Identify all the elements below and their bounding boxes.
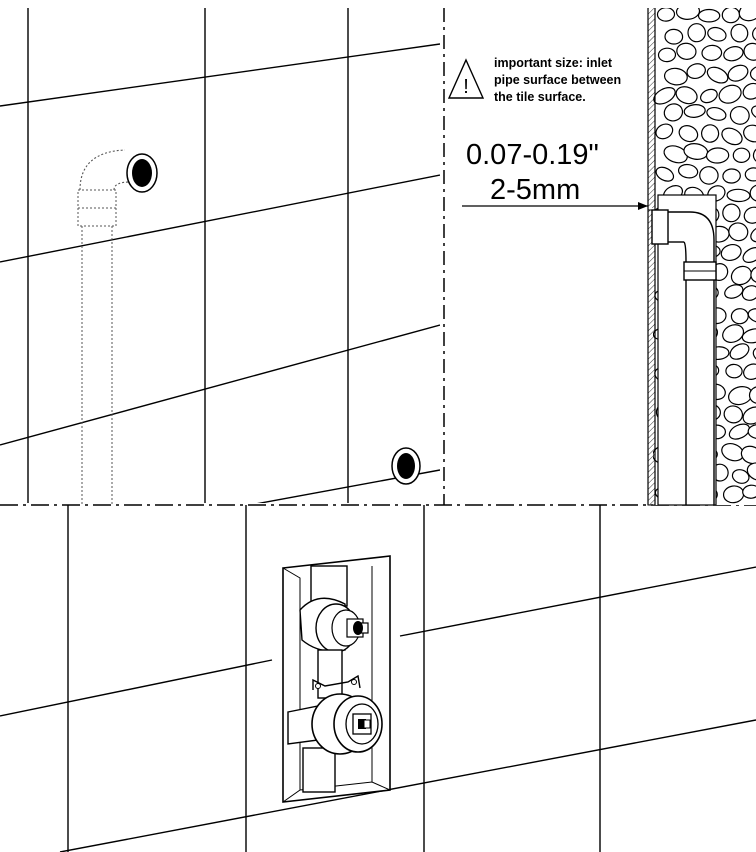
stone: [705, 147, 730, 164]
elbow-pipe-outlet: [77, 149, 158, 505]
stone: [683, 104, 706, 118]
stone: [727, 64, 749, 82]
stone: [721, 8, 741, 24]
stone: [752, 346, 756, 363]
stone: [752, 25, 756, 43]
stone: [675, 8, 701, 20]
stone: [723, 405, 744, 424]
stone: [675, 86, 698, 105]
stone: [743, 363, 756, 380]
stone: [722, 203, 741, 223]
stone: [723, 46, 744, 62]
stone: [721, 127, 743, 146]
stone: [655, 166, 675, 182]
warning-note: ! important size: inlet pipe surface bet…: [447, 56, 621, 104]
stone: [726, 188, 751, 203]
stone: [707, 26, 727, 42]
stone: [697, 8, 721, 23]
stone: [663, 145, 688, 164]
stone: [747, 423, 756, 440]
stone: [750, 266, 756, 284]
stone: [722, 168, 741, 184]
tiled-wall-bottom: [0, 505, 756, 852]
stone: [738, 8, 756, 22]
stone: [729, 105, 750, 125]
stone: [664, 28, 684, 45]
mixing-valve: [287, 565, 383, 793]
stone: [742, 406, 756, 425]
stone: [747, 308, 756, 324]
stone: [728, 423, 751, 440]
stone: [732, 147, 751, 164]
warning-line-1: important size: inlet: [494, 56, 613, 70]
stone: [725, 363, 743, 379]
stone: [743, 42, 756, 61]
stone: [677, 163, 699, 179]
stone: [742, 484, 756, 499]
pipe-cross-section: [651, 194, 717, 506]
stone: [656, 8, 676, 22]
stone: [655, 123, 674, 140]
stone: [749, 184, 756, 202]
stone: [750, 224, 756, 243]
stone: [700, 88, 718, 104]
stone: [720, 243, 742, 262]
stone: [740, 445, 756, 465]
stone: [686, 63, 706, 80]
stone: [706, 66, 729, 84]
warning-line-3: the tile surface.: [494, 90, 586, 104]
stone: [687, 23, 707, 43]
dimension-metric: 2-5mm: [490, 174, 580, 206]
tile-layer-hatch: [647, 209, 656, 506]
warning-triangle-icon: !: [447, 58, 485, 99]
stone: [752, 146, 756, 164]
stone: [701, 44, 723, 62]
svg-text:!: !: [463, 76, 469, 98]
stone: [743, 206, 756, 224]
tiled-wall-top-left: [0, 8, 440, 503]
stone: [751, 105, 756, 120]
stone: [749, 65, 756, 83]
pipe-outlet-lower: [391, 447, 421, 485]
stone: [663, 67, 688, 86]
stone: [728, 222, 749, 242]
stone: [744, 167, 756, 182]
stone: [663, 103, 684, 122]
stone: [678, 125, 699, 143]
stone: [742, 82, 756, 100]
stone: [730, 265, 752, 286]
warning-line-2: pipe surface between: [494, 73, 621, 87]
stone: [657, 47, 677, 63]
stone: [699, 166, 719, 185]
stone: [748, 385, 756, 405]
stone: [741, 285, 756, 301]
stone: [729, 343, 750, 360]
stone: [724, 284, 744, 299]
stone: [722, 324, 745, 343]
dimension-inches: 0.07-0.19": [466, 139, 599, 171]
stone: [731, 469, 750, 484]
stone: [676, 42, 697, 60]
stone: [706, 106, 727, 121]
stone: [718, 84, 742, 104]
stone: [700, 124, 720, 143]
stone: [741, 328, 756, 344]
stone: [730, 23, 749, 43]
stone: [742, 246, 756, 264]
